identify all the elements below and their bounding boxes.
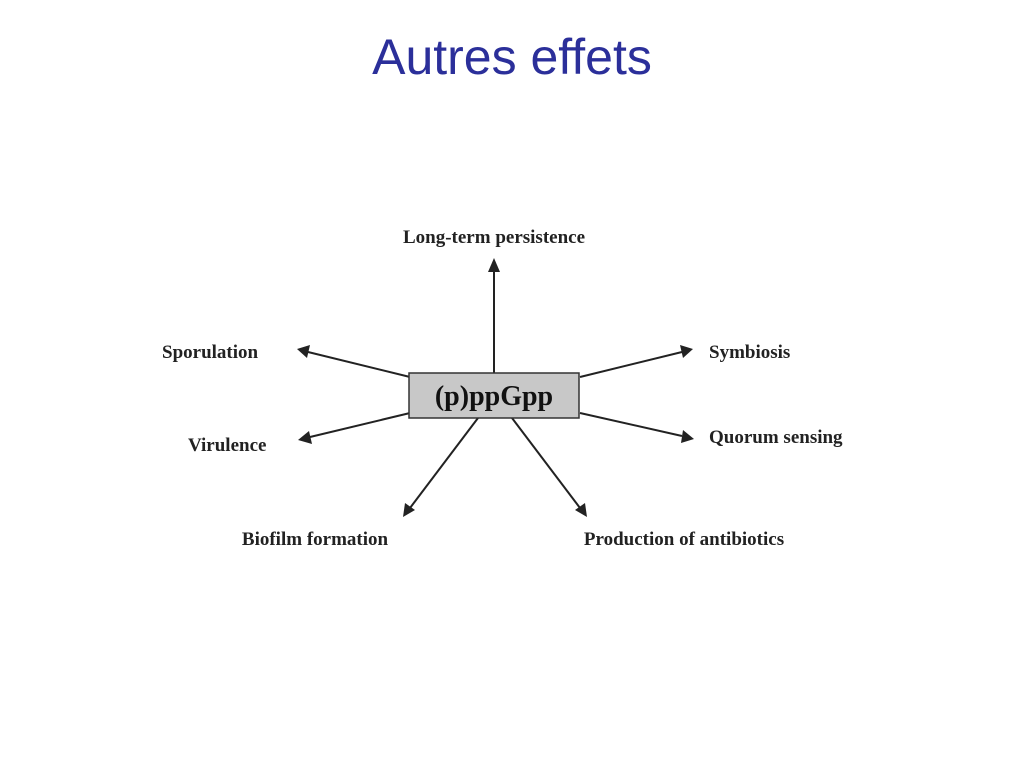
arrow-quorum-sensing (681, 430, 694, 443)
arrow-long-term-persistence (488, 258, 500, 272)
arrow-sporulation (297, 345, 310, 358)
center-label: (p)ppGpp (435, 381, 553, 412)
label-quorum-sensing: Quorum sensing (709, 427, 843, 448)
label-long-term-persistence: Long-term persistence (403, 227, 585, 248)
edge-production-of-antibiotics (511, 417, 581, 509)
center-node: (p)ppGpp (408, 372, 580, 419)
slide-title: Autres effets (372, 29, 652, 85)
edge-quorum-sensing (579, 412, 683, 437)
arrow-biofilm-formation (403, 503, 415, 517)
label-virulence: Virulence (188, 435, 266, 456)
center-box (408, 372, 580, 419)
label-biofilm-formation: Biofilm formation (242, 529, 389, 550)
diagram-labels: Long-term persistence Sporulation Symbio… (162, 227, 843, 550)
label-symbiosis: Symbiosis (709, 342, 790, 363)
label-production-of-antibiotics: Production of antibiotics (584, 529, 784, 550)
diagram-edges (297, 258, 694, 517)
label-sporulation: Sporulation (162, 342, 259, 363)
arrow-virulence (298, 431, 312, 444)
edge-symbiosis (579, 351, 683, 378)
arrow-production-of-antibiotics (575, 503, 587, 517)
arrow-symbiosis (680, 345, 693, 358)
edge-virulence (309, 412, 411, 438)
edge-sporulation (307, 351, 411, 378)
edge-biofilm-formation (409, 417, 479, 509)
